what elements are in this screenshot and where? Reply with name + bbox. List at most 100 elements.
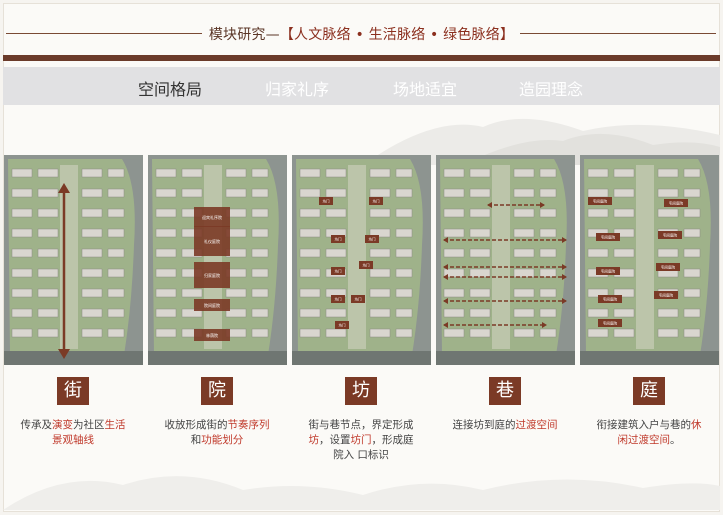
- building: [37, 168, 59, 178]
- building: [155, 288, 177, 298]
- site-plan: 坊门坊门坊门坊门坊门坊门坊门坊门坊门: [292, 159, 431, 365]
- building: [181, 288, 203, 298]
- building: [37, 268, 59, 278]
- building: [325, 308, 347, 318]
- building: [11, 328, 33, 338]
- building: [513, 288, 535, 298]
- building: [657, 248, 679, 258]
- tab-site-fit[interactable]: 场地适宜: [393, 80, 458, 99]
- page-title: 模块研究—【人文脉络 • 生活脉络 • 绿色脉络】: [0, 24, 723, 44]
- title-bracket-close: 】: [499, 27, 515, 43]
- desc-text: 休: [691, 419, 702, 431]
- building: [107, 328, 125, 338]
- badge-lane: 巷: [489, 377, 521, 405]
- header-rule-right: [520, 33, 716, 34]
- building: [251, 268, 269, 278]
- tab-bar: 空间格局 归家礼序 场地适宜 造园理念: [3, 67, 720, 105]
- desc-street: 传承及演变为社区生活景观轴线: [8, 418, 138, 448]
- courtyard-label: 院间庭院: [204, 302, 220, 308]
- lane-arrow-tail: [443, 322, 448, 328]
- building: [683, 328, 701, 338]
- building: [81, 168, 103, 178]
- courtyard-label: 礼仪庭院: [204, 238, 220, 244]
- yard-label: 宅间庭院: [669, 201, 683, 206]
- building: [443, 208, 465, 218]
- lane-arrow-head: [562, 274, 567, 280]
- header: 模块研究—【人文脉络 • 生活脉络 • 绿色脉络】: [0, 0, 723, 62]
- bottom-ink-wash: [3, 476, 720, 510]
- building: [587, 188, 609, 198]
- yard-box: [654, 291, 678, 299]
- building: [395, 308, 413, 318]
- desc-yard: 衔接建筑入户与巷的休闲过渡空间。: [584, 418, 714, 448]
- block-gate-label: 坊门: [323, 199, 331, 204]
- building: [513, 208, 535, 218]
- building: [81, 188, 103, 198]
- building: [325, 248, 347, 258]
- building: [443, 188, 465, 198]
- building: [513, 248, 535, 258]
- building: [81, 248, 103, 258]
- building: [37, 248, 59, 258]
- panel-block: 坊门坊门坊门坊门坊门坊门坊门坊门坊门: [292, 155, 431, 365]
- building: [539, 308, 557, 318]
- block-gate-label: 坊门: [355, 297, 363, 302]
- building: [657, 168, 679, 178]
- building: [37, 288, 59, 298]
- building: [251, 208, 269, 218]
- building: [657, 328, 679, 338]
- yard-label: 宅间庭院: [603, 297, 617, 302]
- building: [443, 168, 465, 178]
- courtyard-label: 迎宾礼序院: [202, 214, 222, 220]
- building: [539, 208, 557, 218]
- header-bar: [3, 55, 720, 61]
- building: [37, 308, 59, 318]
- building: [443, 308, 465, 318]
- building: [155, 268, 177, 278]
- road: [292, 351, 431, 365]
- building: [513, 308, 535, 318]
- building: [251, 288, 269, 298]
- desc-text: 生活: [104, 419, 126, 431]
- building: [369, 288, 391, 298]
- panel-yard: 宅间庭院宅间庭院宅间庭院宅间庭院宅间庭院宅间庭院宅间庭院宅间庭院宅间庭院: [580, 155, 719, 365]
- badge-courtyard: 院: [201, 377, 233, 405]
- building: [325, 328, 347, 338]
- yard-box: [588, 197, 612, 205]
- desc-text: 街与巷节点，界定形成: [308, 419, 414, 431]
- building: [81, 308, 103, 318]
- building: [251, 248, 269, 258]
- tab-space-layout[interactable]: 空间格局: [138, 80, 203, 99]
- building: [155, 228, 177, 238]
- building: [539, 168, 557, 178]
- building: [37, 228, 59, 238]
- yard-box: [658, 231, 682, 239]
- courtyard-box: [194, 262, 230, 288]
- courtyard-box: [194, 299, 230, 311]
- building: [225, 168, 247, 178]
- block-gate-box: [365, 235, 379, 243]
- block-gate-label: 坊门: [335, 269, 343, 274]
- building: [11, 248, 33, 258]
- building: [299, 188, 321, 198]
- building: [395, 208, 413, 218]
- desc-text: ，形成庭: [371, 434, 414, 446]
- desc-text: 为社区: [73, 419, 105, 431]
- desc-text: 收放: [164, 419, 186, 431]
- building: [11, 268, 33, 278]
- building: [81, 288, 103, 298]
- building: [11, 228, 33, 238]
- building: [395, 288, 413, 298]
- tab-homecoming[interactable]: 归家礼序: [265, 80, 330, 99]
- building: [469, 228, 491, 238]
- building: [81, 228, 103, 238]
- yard-label: 宅间庭院: [601, 269, 615, 274]
- block-gate-label: 坊门: [339, 323, 347, 328]
- panel-lane: [436, 155, 575, 365]
- desc-text: 形成街的: [185, 419, 228, 431]
- building: [587, 328, 609, 338]
- building: [395, 248, 413, 258]
- block-gate-box: [351, 295, 365, 303]
- tab-garden-concept[interactable]: 造园理念: [519, 80, 584, 99]
- building: [369, 308, 391, 318]
